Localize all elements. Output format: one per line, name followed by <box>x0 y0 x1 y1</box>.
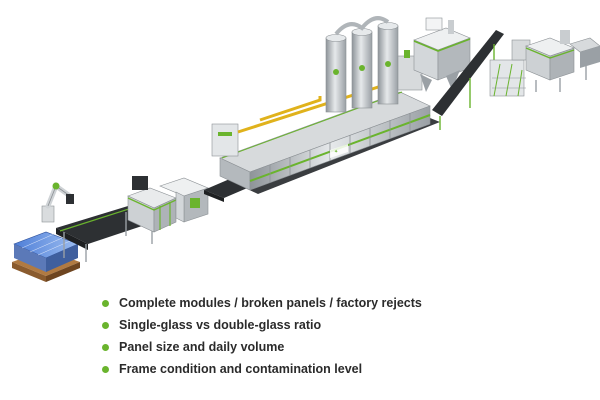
robot-arm <box>41 182 74 223</box>
panel-pallet <box>12 231 80 282</box>
svg-text:✦: ✦ <box>334 149 338 155</box>
green-dot-icon <box>102 365 109 373</box>
glass-separator <box>159 177 209 223</box>
green-dot-icon <box>102 321 109 329</box>
green-dot-icon <box>102 299 109 307</box>
list-item: Single-glass vs double-glass ratio <box>102 314 422 336</box>
list-item: Frame condition and contamination level <box>102 358 422 380</box>
list-item: Panel size and daily volume <box>102 336 422 358</box>
list-item-text: Single-glass vs double-glass ratio <box>119 318 322 332</box>
green-dot-icon <box>102 343 109 351</box>
requirements-list: Complete modules / broken panels / facto… <box>102 292 422 380</box>
list-item-text: Complete modules / broken panels / facto… <box>119 296 422 310</box>
exhaust-towers <box>325 16 423 113</box>
sorting-plant <box>489 30 600 97</box>
list-item-text: Frame condition and contamination level <box>119 362 363 376</box>
inclined-conveyor <box>432 30 504 130</box>
production-line-illustration: ✦ <box>12 16 600 282</box>
list-item-text: Panel size and daily volume <box>119 340 285 354</box>
frame-removal-machine <box>127 176 177 233</box>
list-item: Complete modules / broken panels / facto… <box>102 292 422 314</box>
